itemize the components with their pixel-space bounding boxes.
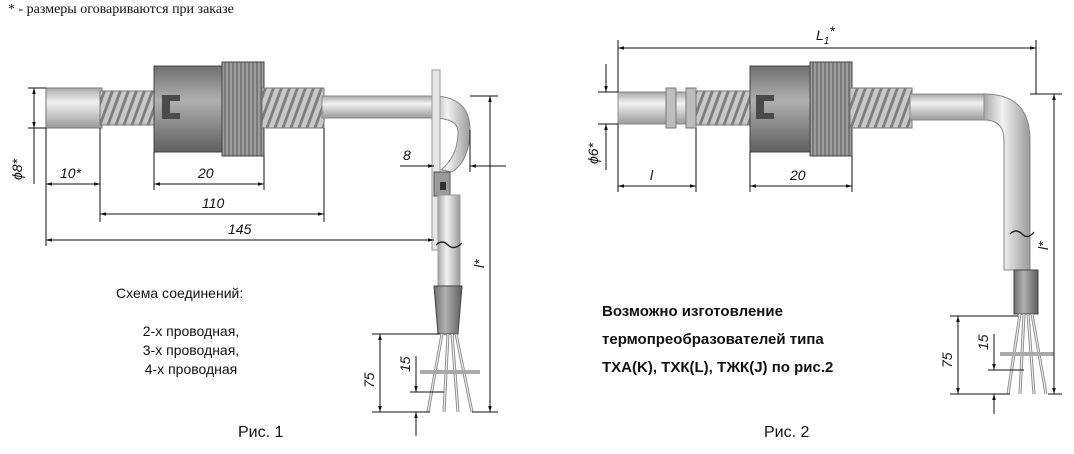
dim-145: 145: [228, 221, 252, 237]
fig2-note-line: ТХА(K), ТХК(L), ТЖК(J) по рис.2: [602, 359, 834, 376]
fig2-note: Возможно изготовление термопреобразовате…: [602, 298, 833, 382]
fig2-drawing: [617, 61, 1054, 395]
dim-75: 75: [361, 372, 377, 388]
fig1-caption: Рис. 1: [238, 424, 284, 441]
scheme-item: 2-х проводная,: [142, 323, 240, 339]
fig2-note-line: Возможно изготовление: [602, 303, 783, 320]
dim-8: 8: [403, 147, 411, 163]
connection-scheme: Схема соединений: 2-х проводная, 3-х про…: [116, 284, 266, 379]
dim-15: 15: [975, 334, 991, 350]
dim-phi6: ϕ6*: [585, 142, 601, 164]
dim-20: 20: [789, 167, 806, 183]
dim-110: 110: [202, 195, 225, 211]
dim-10: 10*: [60, 165, 82, 181]
dim-phi8: ϕ8*: [9, 158, 25, 180]
fig2-dimensions: [598, 40, 1062, 414]
dim-75: 75: [939, 352, 955, 368]
dim-20: 20: [197, 165, 214, 181]
dim-l-star: l*: [1035, 241, 1051, 250]
fig1-dimensions: [28, 87, 506, 436]
fig2-caption: Рис. 2: [764, 424, 810, 441]
fig1-dim-labels: ϕ8* 10* 20 110 145 8 l* 75 15: [9, 147, 487, 388]
dim-L1-star: L1*: [816, 23, 835, 47]
fig2-note-line: термопреобразователей типа: [602, 331, 824, 348]
dim-15: 15: [397, 356, 413, 372]
scheme-item: 4-х проводная: [144, 361, 238, 377]
dim-l: l: [650, 167, 654, 183]
fig2-dim-labels: L1* ϕ6* l 20 l* 75 15: [585, 23, 1051, 368]
scheme-item: 3-х проводная,: [142, 342, 240, 358]
scheme-title: Схема соединений:: [116, 285, 244, 301]
dim-l-star: l*: [471, 259, 487, 268]
fig1-drawing: [45, 61, 480, 413]
footnote: * - размеры оговариваются при заказе: [8, 2, 234, 17]
